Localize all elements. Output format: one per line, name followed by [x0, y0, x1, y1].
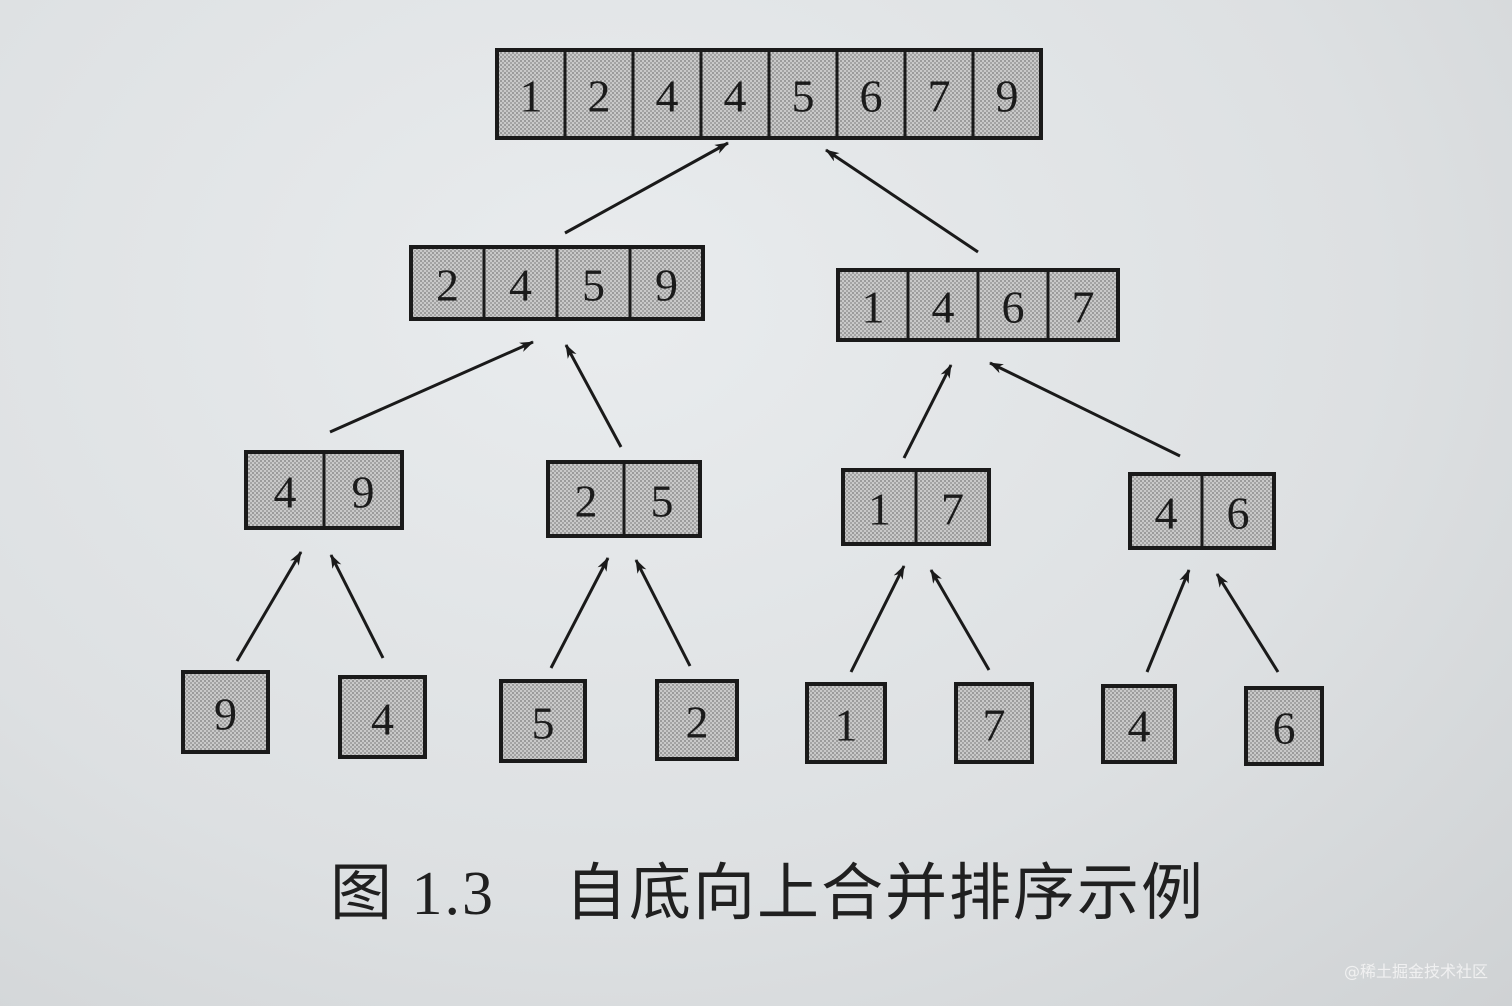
array-cell-value: 4 [274, 467, 297, 518]
merge-arrow [329, 554, 385, 659]
merge-arrow [329, 340, 534, 434]
merge-arrow [235, 551, 303, 662]
array-box-level-3-4: 1 [805, 682, 887, 764]
array-cell-value: 4 [1128, 701, 1151, 752]
array-border [805, 682, 887, 764]
array-cell-value: 9 [996, 71, 1019, 122]
array-border [244, 450, 404, 530]
figure-number: 图 1.3 [330, 860, 496, 928]
array-cell [976, 268, 1050, 342]
array-cell-value: 2 [686, 697, 709, 748]
merge-arrow [989, 361, 1181, 458]
array-box-level-3-5: 7 [954, 682, 1034, 764]
array-cell-value: 9 [655, 260, 678, 311]
array-cell-value: 4 [932, 282, 955, 333]
array-border [338, 675, 427, 759]
array-border [836, 268, 1120, 342]
array-cell-value: 5 [582, 260, 605, 311]
array-border [409, 245, 705, 321]
array-cell-value: 4 [509, 260, 532, 311]
array-border [495, 48, 1043, 140]
array-cell-value: 4 [1155, 488, 1178, 539]
array-cell-value: 7 [928, 71, 951, 122]
array-box-level-3-6: 4 [1101, 684, 1177, 764]
array-cell-value: 2 [575, 476, 598, 527]
array-cell [338, 675, 427, 759]
merge-arrow [564, 141, 729, 235]
array-cell-value: 4 [656, 71, 679, 122]
array-cell-value: 6 [1227, 488, 1250, 539]
array-cell-value: 4 [371, 694, 394, 745]
merge-arrow [564, 344, 623, 448]
merge-arrow [825, 148, 979, 254]
merge-arrow [549, 557, 610, 669]
watermark: @稀土掘金技术社区 [1343, 962, 1488, 981]
array-box-level-3-7: 6 [1244, 686, 1324, 766]
array-cell-value: 7 [983, 700, 1006, 751]
array-cell-value: 7 [941, 484, 964, 535]
array-cell-value: 7 [1072, 282, 1095, 333]
merge-arrow [1215, 573, 1280, 673]
array-cell-value: 2 [588, 71, 611, 122]
array-border [1244, 686, 1324, 766]
arrows-layer [235, 141, 1280, 673]
array-cell-value: 1 [868, 484, 891, 535]
array-cell-value: 6 [1273, 703, 1296, 754]
array-box-level-3-1: 4 [338, 675, 427, 759]
array-cell [499, 679, 587, 763]
merge-arrow [929, 569, 991, 671]
array-cell-value: 1 [862, 282, 885, 333]
figure-caption: 图 1.3 自底向上合并排序示例 [330, 842, 1205, 932]
array-cell-value: 5 [532, 698, 555, 749]
merge-arrow [634, 559, 692, 667]
array-cell-value: 9 [214, 689, 237, 740]
merge-arrow [1145, 569, 1191, 673]
array-cell [1200, 472, 1276, 550]
array-cell-value: 6 [860, 71, 883, 122]
array-border [841, 468, 991, 546]
array-border [954, 682, 1034, 764]
array-border [1101, 684, 1177, 764]
array-border [1128, 472, 1276, 550]
merge-arrow [849, 565, 906, 673]
array-cell-value: 1 [520, 71, 543, 122]
array-cell [555, 245, 632, 321]
array-cell-value: 2 [436, 260, 459, 311]
array-box-level-3-2: 5 [499, 679, 587, 763]
array-cell-value: 6 [1002, 282, 1025, 333]
figure-title: 自底向上合并排序示例 [565, 860, 1206, 928]
array-border [499, 679, 587, 763]
array-box-level-3-3: 2 [655, 679, 739, 761]
array-border [181, 670, 270, 754]
array-border [655, 679, 739, 761]
merge-arrow [902, 364, 953, 459]
array-cell-value: 1 [835, 700, 858, 751]
array-cell [563, 48, 635, 140]
array-box-level-3-0: 9 [181, 670, 270, 754]
array-cell-value: 5 [651, 476, 674, 527]
array-border [546, 460, 702, 538]
array-cell [954, 682, 1034, 764]
array-cell-value: 5 [792, 71, 815, 122]
array-cell-value: 4 [724, 71, 747, 122]
array-cell-value: 9 [352, 467, 375, 518]
array-cell [482, 245, 559, 321]
